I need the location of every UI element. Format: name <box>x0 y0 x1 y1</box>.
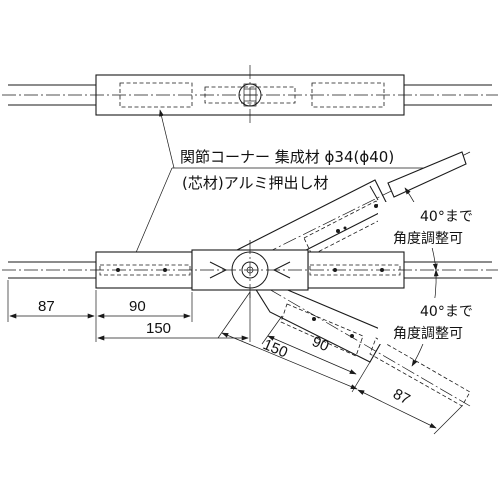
top-view <box>2 65 498 125</box>
angle-lower-line-2: 角度調整可 <box>393 326 463 342</box>
dim-87-diag: 87 <box>390 386 413 409</box>
dim-90-diag: 90 <box>309 333 331 355</box>
top-right-insert <box>311 82 385 108</box>
angle-upper-line-1: 40°まで <box>420 209 473 225</box>
dim-90-left: 90 <box>129 298 146 315</box>
angle-upper-line-2: 角度調整可 <box>393 231 463 247</box>
dim-150-left: 150 <box>146 320 171 337</box>
front-view <box>2 240 498 300</box>
linear-dimensions: 87 90 150 <box>7 280 251 342</box>
callout-line-1: 関節コーナー 集成材 ϕ34(ϕ40) <box>180 148 394 166</box>
material-callout: 関節コーナー 集成材 ϕ34(ϕ40) (芯材)アルミ押出し材 <box>131 109 430 263</box>
angle-lower-line-1: 40°まで <box>420 304 473 320</box>
dim-87-left: 87 <box>38 298 55 315</box>
dim-150-diag: 150 <box>260 336 290 361</box>
top-left-insert <box>119 82 193 108</box>
callout-line-2: (芯材)アルミ押出し材 <box>182 174 329 192</box>
angle-annotations: 40°まで 角度調整可 40°まで 角度調整可 <box>378 187 490 367</box>
